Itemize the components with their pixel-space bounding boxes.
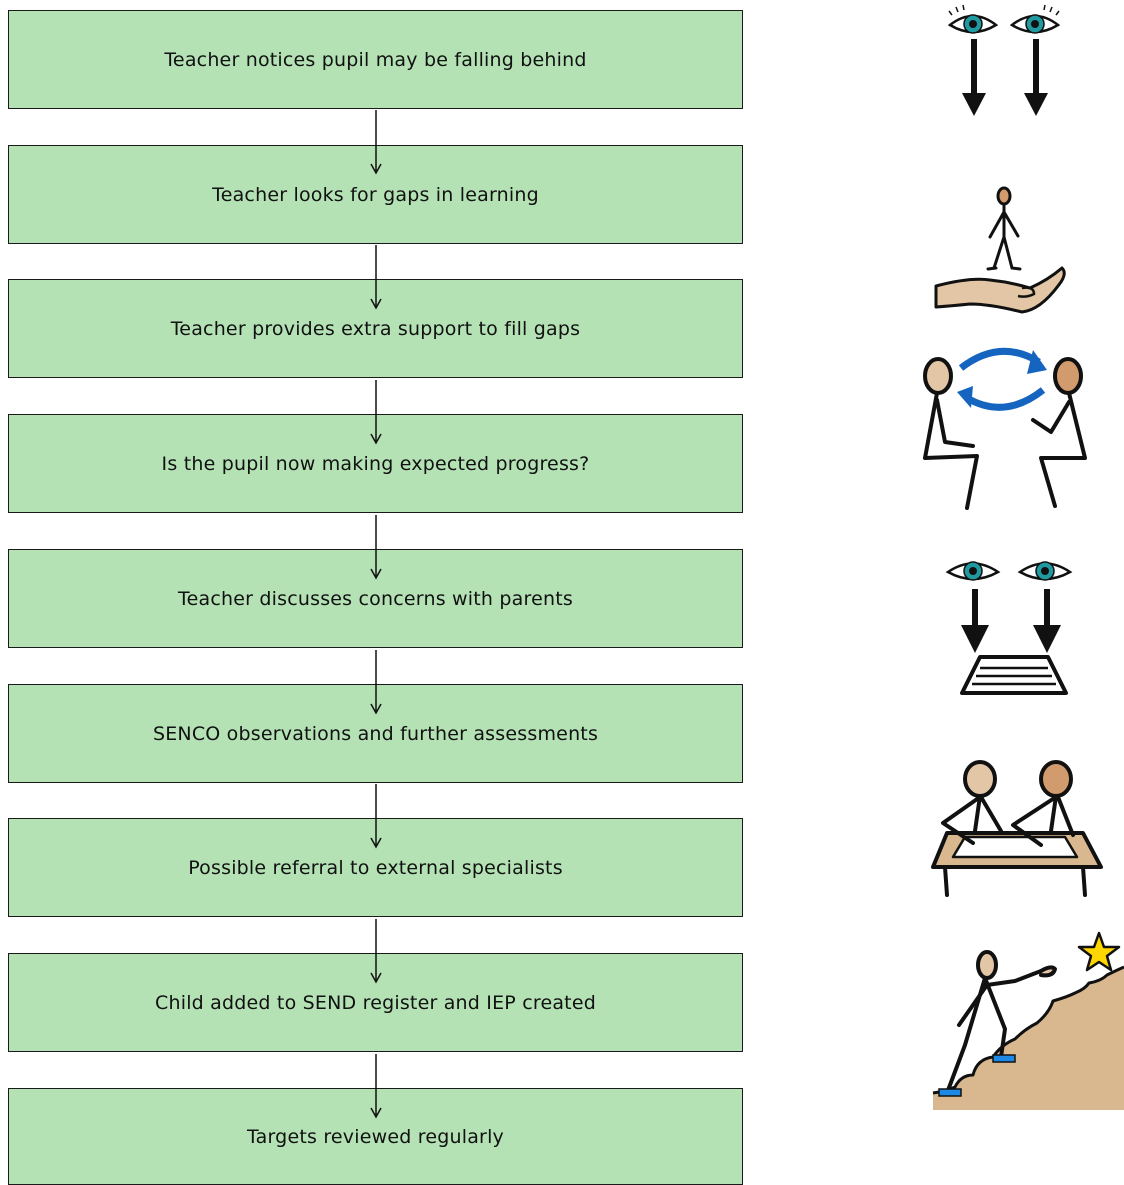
step-label: Is the pupil now making expected progres…: [161, 452, 590, 475]
connector-arrow: [370, 380, 382, 445]
step-label: Teacher provides extra support to fill g…: [170, 317, 581, 340]
step-box-1: Teacher notices pupil may be falling beh…: [8, 10, 743, 109]
person-in-hand-icon: [934, 186, 1066, 314]
people-writing-at-table-icon: [931, 760, 1103, 897]
eyes-on-paper-icon: [945, 561, 1073, 695]
climbing-to-star-icon: [932, 931, 1124, 1110]
step-label: SENCO observations and further assessmen…: [152, 722, 599, 745]
step-label: Targets reviewed regularly: [247, 1125, 504, 1148]
step-box-4: Is the pupil now making expected progres…: [8, 414, 743, 513]
step-label: Teacher notices pupil may be falling beh…: [164, 48, 587, 71]
connector-arrow: [370, 1054, 382, 1119]
step-label: Possible referral to external specialist…: [188, 856, 563, 879]
two-people-exchange-icon: [923, 347, 1087, 510]
step-label: Teacher looks for gaps in learning: [212, 183, 539, 206]
eyes-looking-down-icon: [947, 4, 1061, 116]
connector-arrow: [370, 784, 382, 849]
connector-arrow: [370, 515, 382, 580]
connector-arrow: [370, 650, 382, 715]
step-label: Child added to SEND register and IEP cre…: [155, 991, 596, 1014]
connector-arrow: [370, 919, 382, 984]
step-label: Teacher discusses concerns with parents: [178, 587, 573, 610]
connector-arrow: [370, 110, 382, 175]
connector-arrow: [370, 245, 382, 310]
